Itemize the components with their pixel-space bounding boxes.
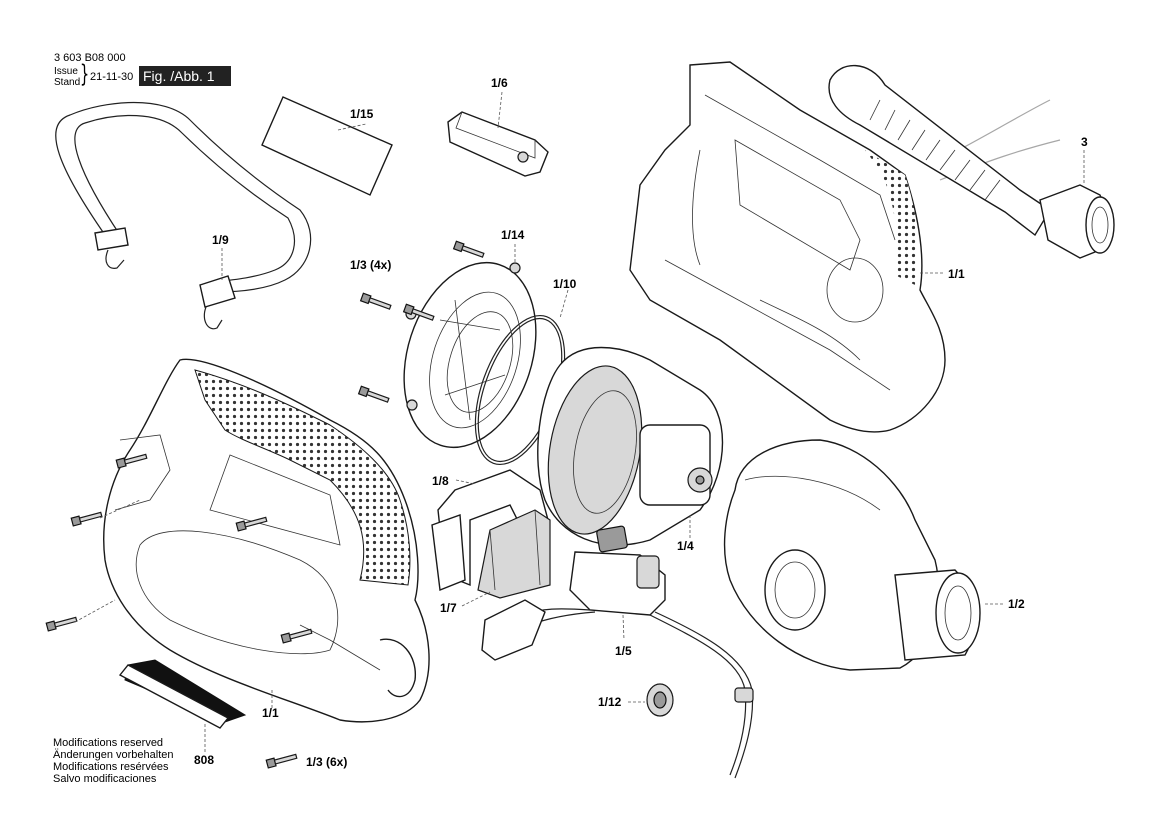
note-french: Modifications resérvées: [53, 761, 169, 773]
part-3-hose: [828, 64, 1115, 259]
label-1-6: 1/6: [491, 76, 508, 90]
label-1-1-lower: 1/1: [262, 706, 279, 720]
label-1-15: 1/15: [350, 107, 374, 121]
part-1-4-motor: [537, 346, 724, 546]
note-german: Änderungen vorbehalten: [53, 749, 174, 761]
label-1-10: 1/10: [553, 277, 577, 291]
label-3: 3: [1081, 135, 1088, 149]
label-1-3-4x: 1/3 (4x): [350, 258, 392, 272]
issue-label: Issue: [54, 66, 78, 77]
label-1-1-upper: 1/1: [948, 267, 965, 281]
label-1-5: 1/5: [615, 644, 632, 658]
part-1-6-clip: [447, 91, 549, 177]
figure-label: Fig. /Abb. 1: [139, 66, 231, 86]
part-1-5-switch: [481, 525, 754, 779]
screws-1-3-4x: [357, 240, 485, 403]
issue-date: 21-11-30: [90, 71, 134, 83]
document-number: 3 603 B08 000: [54, 52, 126, 64]
label-1-9: 1/9: [212, 233, 229, 247]
label-1-14: 1/14: [501, 228, 525, 242]
part-1-1-lower-housing: [103, 358, 430, 723]
label-1-3-6x: 1/3 (6x): [306, 755, 348, 769]
part-1-8-holder: [431, 469, 549, 591]
label-1-12: 1/12: [598, 695, 622, 709]
brace-glyph: }: [80, 60, 90, 88]
note-spanish: Salvo modificaciones: [53, 773, 157, 785]
part-1-1-upper-housing: [629, 61, 946, 433]
part-1-9-strap: [55, 101, 312, 330]
part-1-2-fan-housing: [723, 439, 1005, 671]
screws-lower-housing: [45, 453, 313, 769]
part-1-7-pad: [461, 509, 551, 607]
note-english: Modifications reserved: [53, 737, 164, 749]
label-1-4: 1/4: [677, 539, 694, 553]
part-1-12-grommet: [628, 683, 674, 717]
part-808-label: [118, 659, 247, 752]
part-1-14-fan-cover: [403, 244, 537, 449]
label-1-8: 1/8: [432, 474, 449, 488]
stand-label: Stand: [54, 77, 81, 88]
label-1-2: 1/2: [1008, 597, 1025, 611]
label-808: 808: [194, 753, 215, 767]
part-1-15-sticker: [261, 96, 393, 196]
label-1-7: 1/7: [440, 601, 457, 615]
